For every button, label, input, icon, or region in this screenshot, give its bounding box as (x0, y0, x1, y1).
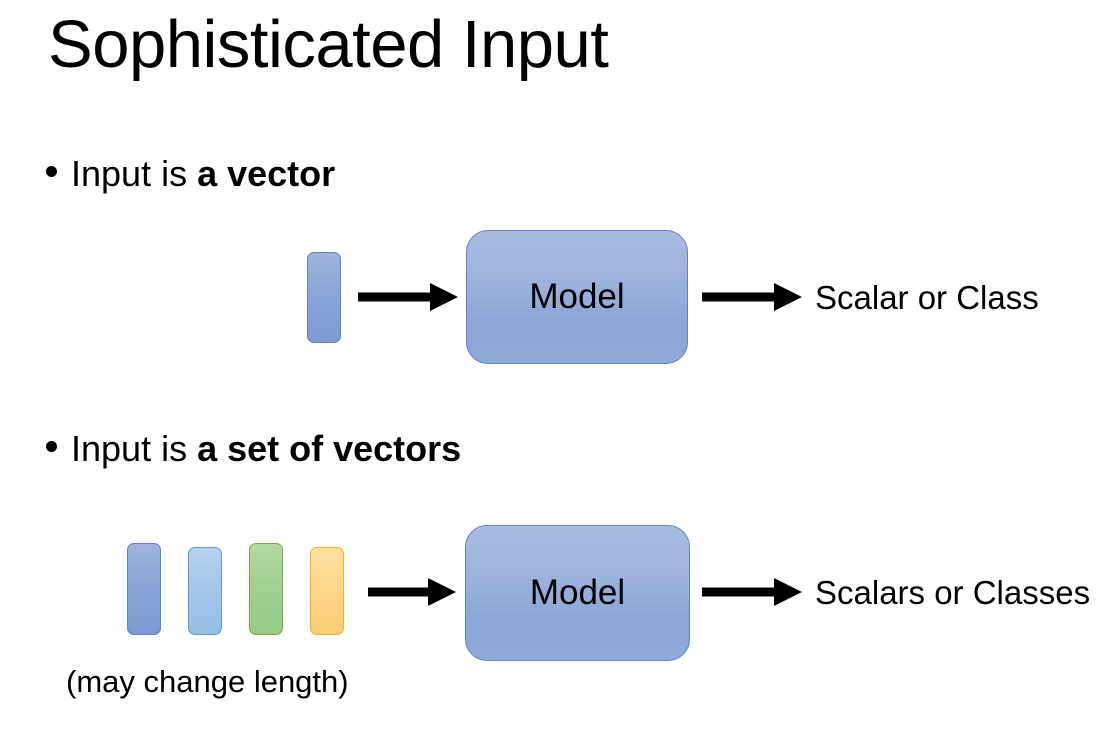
model-box-2-label: Model (529, 573, 626, 612)
caption-may-change-length: (may change length) (66, 664, 349, 699)
input-vector-block-set-3 (249, 543, 283, 635)
input-vector-block-set-4 (310, 547, 344, 635)
bullet-1-emphasis: a vector (197, 153, 336, 194)
bullet-item-vector: Input is a vector (46, 152, 335, 195)
bullet-dot-icon (46, 166, 57, 177)
input-vector-block-set-1 (127, 543, 161, 635)
output-label-scalar-or-class: Scalar or Class (815, 279, 1039, 316)
bullet-1-prefix: Input is (71, 153, 198, 194)
model-box-1-label: Model (529, 277, 625, 316)
model-box-1: Model (466, 230, 688, 364)
arrow-model-to-output-1 (702, 283, 802, 311)
arrow-input-to-model-1 (358, 283, 458, 311)
bullet-2-prefix: Input is (71, 428, 198, 469)
input-vector-block-1 (307, 252, 341, 343)
input-vector-block-set-2 (188, 547, 222, 635)
bullet-dot-icon (46, 441, 57, 452)
arrow-model-to-output-2 (702, 578, 802, 606)
bullet-item-set-of-vectors-label: Input is a set of vectors (71, 427, 461, 470)
arrow-input-to-model-2 (368, 578, 456, 606)
page-title: Sophisticated Input (48, 7, 609, 82)
bullet-item-vector-label: Input is a vector (71, 152, 335, 195)
bullet-2-emphasis: a set of vectors (197, 428, 462, 469)
output-label-scalars-or-classes: Scalars or Classes (815, 574, 1091, 611)
model-box-2: Model (465, 525, 690, 661)
bullet-item-set-of-vectors: Input is a set of vectors (46, 427, 461, 470)
